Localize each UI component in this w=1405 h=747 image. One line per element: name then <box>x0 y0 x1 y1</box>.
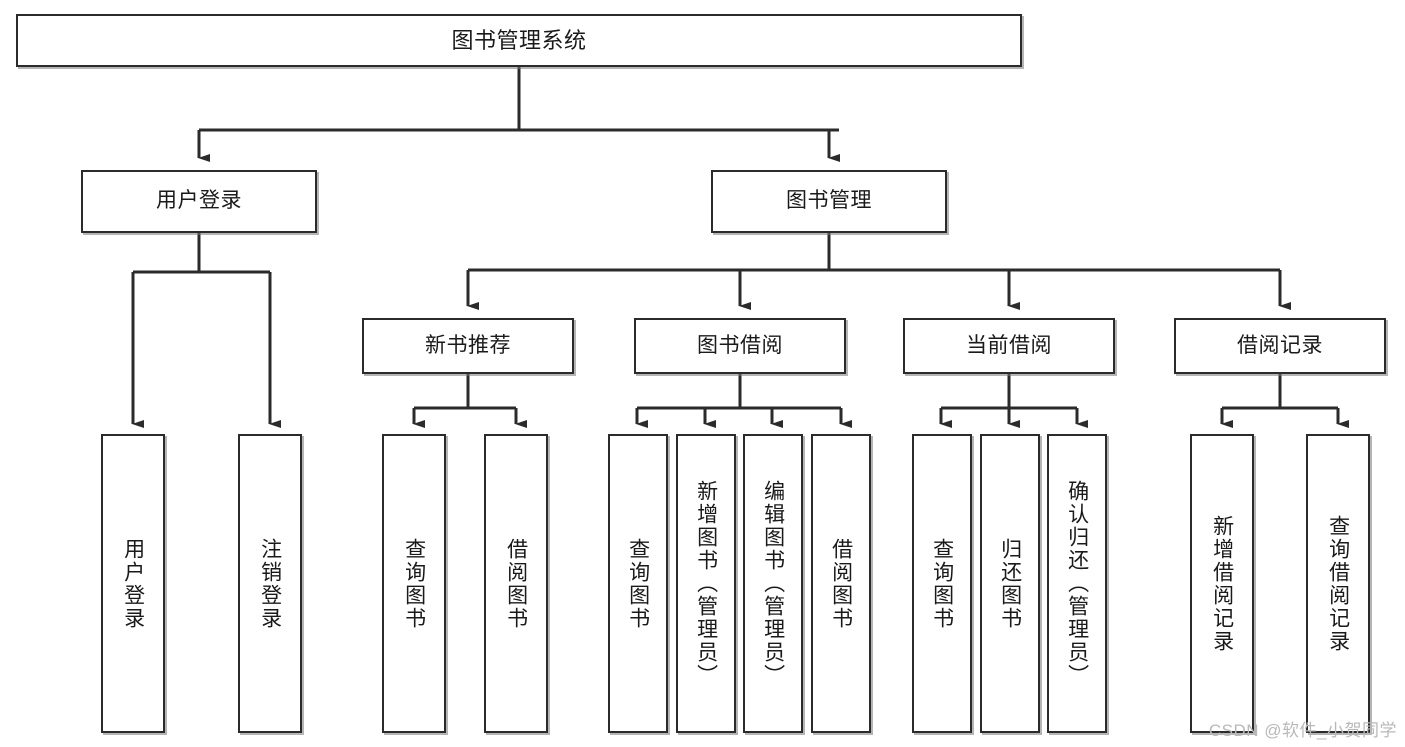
node-book-borrowing[interactable]: 图书借阅 <box>634 318 846 374</box>
node-current-borrowing[interactable]: 当前借阅 <box>903 318 1115 374</box>
node-label: 借阅图书 <box>829 537 853 630</box>
node-new-book-recommendation[interactable]: 新书推荐 <box>362 318 574 374</box>
leaf-return-book[interactable]: 归还图书 <box>980 434 1040 733</box>
node-label: 新增图书（管理员） <box>694 480 718 687</box>
node-label: 查询借阅记录 <box>1326 514 1350 653</box>
node-label: 当前借阅 <box>966 333 1052 357</box>
leaf-logout[interactable]: 注销登录 <box>238 434 302 733</box>
leaf-query-book-borrow[interactable]: 查询图书 <box>608 434 668 733</box>
node-label: 用户登录 <box>121 537 145 630</box>
leaf-query-book-recommend[interactable]: 查询图书 <box>382 434 446 733</box>
node-book-management[interactable]: 图书管理 <box>711 170 947 233</box>
leaf-borrow-book[interactable]: 借阅图书 <box>811 434 871 733</box>
leaf-edit-book-admin[interactable]: 编辑图书（管理员） <box>743 434 803 733</box>
node-label: 新增借阅记录 <box>1210 514 1234 653</box>
node-label: 注销登录 <box>258 537 282 630</box>
watermark: CSDN @软件_小贺同学 <box>1208 721 1397 740</box>
node-label: 借阅图书 <box>504 537 528 630</box>
node-label: 查询图书 <box>930 537 954 630</box>
node-root-book-management-system[interactable]: 图书管理系统 <box>16 14 1022 67</box>
node-label: 图书管理系统 <box>451 27 587 53</box>
leaf-query-book-current[interactable]: 查询图书 <box>912 434 972 733</box>
node-label: 查询图书 <box>402 537 426 630</box>
node-label: 查询图书 <box>626 537 650 630</box>
node-label: 图书管理 <box>786 189 872 213</box>
node-borrowing-records[interactable]: 借阅记录 <box>1174 318 1386 374</box>
node-label: 编辑图书（管理员） <box>761 480 785 687</box>
node-label: 图书借阅 <box>697 333 783 357</box>
leaf-confirm-return-admin[interactable]: 确认归还（管理员） <box>1047 434 1107 733</box>
node-label: 用户登录 <box>156 189 242 213</box>
leaf-borrow-book-recommend[interactable]: 借阅图书 <box>484 434 548 733</box>
node-label: 新书推荐 <box>425 333 511 357</box>
node-user-login[interactable]: 用户登录 <box>81 170 317 233</box>
leaf-query-borrow-record[interactable]: 查询借阅记录 <box>1306 434 1370 733</box>
node-label: 借阅记录 <box>1237 333 1323 357</box>
leaf-add-borrow-record[interactable]: 新增借阅记录 <box>1190 434 1254 733</box>
leaf-user-login[interactable]: 用户登录 <box>101 434 165 733</box>
leaf-add-book-admin[interactable]: 新增图书（管理员） <box>676 434 736 733</box>
node-label: 归还图书 <box>998 537 1022 630</box>
node-label: 确认归还（管理员） <box>1065 480 1089 687</box>
